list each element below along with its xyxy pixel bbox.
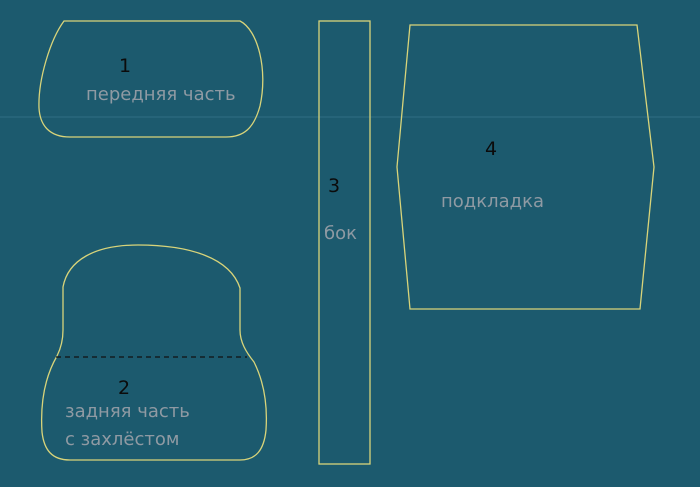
piece-3-label: бок: [324, 223, 357, 244]
piece-2-back-outline: [40, 244, 268, 461]
piece-1-front-outline: [38, 20, 264, 138]
piece-3-number: 3: [328, 175, 341, 197]
piece-1-number: 1: [119, 55, 132, 77]
piece-2-number: 2: [118, 377, 131, 399]
piece-2-label-line-1: задняя часть: [65, 401, 190, 422]
piece-4-number: 4: [485, 138, 498, 160]
piece-4-label: подкладка: [441, 191, 544, 212]
piece-2-label-line-2: с захлёстом: [65, 429, 180, 450]
piece-4-lining-outline: [396, 24, 655, 310]
piece-3-side-outline: [318, 20, 371, 465]
piece-1-label: передняя часть: [86, 84, 236, 105]
